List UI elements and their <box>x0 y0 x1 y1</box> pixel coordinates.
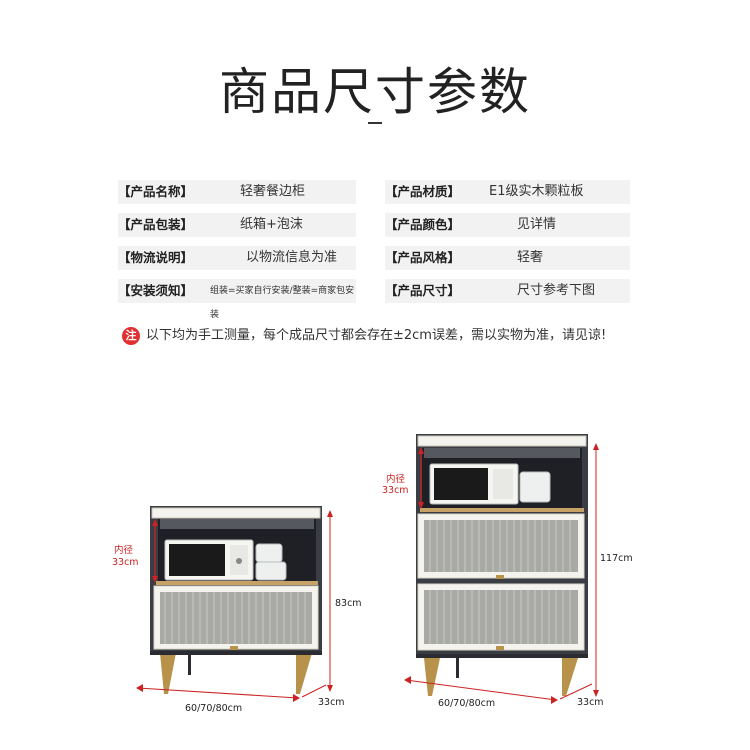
spec-row: 【产品颜色】 见详情 <box>385 213 630 237</box>
spec-row: 【产品名称】 轻奢餐边柜 <box>118 180 356 204</box>
note-badge: 注 <box>122 327 140 345</box>
spec-value: 尺寸参考下图 <box>517 283 596 298</box>
spec-row: 【安装须知】 组装=买家自行安装/整装=商家包安装 <box>118 279 356 320</box>
measurement-note: 注以下均为手工测量，每个成品尺寸都会存在±2cm误差，需以实物为准，请见谅! <box>122 325 606 347</box>
small-width-label: 60/70/80cm <box>185 703 243 714</box>
spec-value: 见详情 <box>517 217 557 232</box>
spec-label: 【产品尺寸】 <box>385 283 461 298</box>
page-title: 商品尺寸参数 <box>219 63 531 121</box>
spec-label: 【产品风格】 <box>385 250 461 265</box>
large-inner-value: 33cm <box>382 485 409 496</box>
spec-row: 【物流说明】 以物流信息为准 <box>118 246 356 270</box>
spec-value: E1级实木颗粒板 <box>489 184 584 199</box>
large-height-label: 117cm <box>600 553 633 564</box>
spec-label: 【物流说明】 <box>118 250 194 265</box>
note-text: 以下均为手工测量，每个成品尺寸都会存在±2cm误差，需以实物为准，请见谅! <box>146 328 607 343</box>
large-width-label: 60/70/80cm <box>438 698 496 709</box>
large-depth-label: 33cm <box>577 697 604 708</box>
spec-value: 纸箱+泡沫 <box>240 217 303 232</box>
spec-row: 【产品尺寸】 尺寸参考下图 <box>385 279 630 303</box>
spec-value: 以物流信息为准 <box>246 250 338 265</box>
spec-row: 【产品风格】 轻奢 <box>385 246 630 270</box>
spec-row: 【产品材质】 E1级实木颗粒板 <box>385 180 630 204</box>
small-height-label: 83cm <box>335 598 362 609</box>
spec-label: 【产品包装】 <box>118 217 194 232</box>
spec-row: 【产品包装】 纸箱+泡沫 <box>118 213 356 237</box>
large-inner-label: 内径 <box>386 474 406 485</box>
spec-label: 【产品颜色】 <box>385 217 461 232</box>
small-depth-label: 33cm <box>318 697 345 708</box>
title-underline <box>368 122 382 124</box>
spec-value: 轻奢餐边柜 <box>240 184 306 199</box>
small-inner-value: 33cm <box>112 557 139 568</box>
spec-value: 轻奢 <box>517 250 544 265</box>
spec-value: 组装=买家自行安装/整装=商家包安装 <box>210 286 355 320</box>
small-inner-label: 内径 <box>114 545 134 556</box>
spec-label: 【安装须知】 <box>118 283 194 298</box>
spec-label: 【产品材质】 <box>385 184 461 199</box>
spec-label: 【产品名称】 <box>118 184 194 199</box>
